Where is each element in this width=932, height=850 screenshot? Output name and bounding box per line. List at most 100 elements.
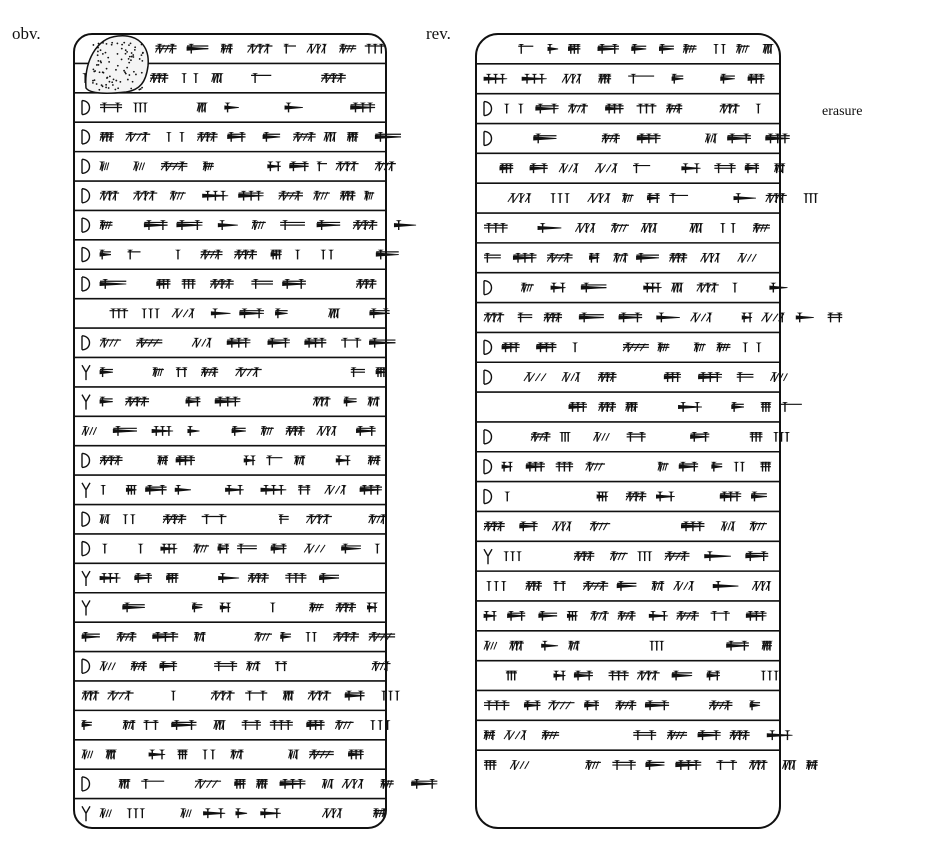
cuneiform-sign [572,342,579,353]
cuneiform-sign [99,249,111,260]
cuneiform-sign [682,44,697,54]
cuneiform-sign [636,551,653,562]
cuneiform-sign [368,514,387,525]
cuneiform-sign [148,749,166,760]
cuneiform-sign [567,640,581,651]
cuneiform-sign [134,573,152,583]
cuneiform-sign [689,223,704,233]
cuneiform-sign [747,73,765,84]
cuneiform-sign [141,308,161,319]
cuneiform-sign [80,720,92,730]
cuneiform-sign [101,543,108,554]
cuneiform-sign [805,760,819,770]
cuneiform-sign [484,700,510,711]
cuneiform-sign [374,132,402,142]
cuneiform-sign [109,308,129,319]
cuneiform-sign [369,308,390,319]
cuneiform-sign [171,308,196,319]
cuneiform-sign [174,484,191,495]
cuneiform-sign [155,43,177,54]
cuneiform-sign [633,730,657,741]
cuneiform-sign [267,161,282,172]
cuneiform-sign [316,220,341,231]
cuneiform-sign [568,402,587,412]
cuneiform-sign [251,279,273,289]
cuneiform-sign [313,190,330,201]
cuneiform-sign [235,808,248,819]
cuneiform-sign [350,367,365,378]
cuneiform-sign [663,372,682,383]
cuneiform-sign [748,760,768,770]
cuneiform-sign [574,223,597,233]
cuneiform-sign [122,720,136,730]
cuneiform-sign [308,749,334,760]
cuneiform-sign [126,808,146,819]
determinative-sign [483,369,493,385]
cuneiform-sign [541,640,559,651]
cuneiform-sign [321,779,335,789]
determinative-sign [81,129,91,145]
cuneiform-sign [137,543,144,554]
cuneiform-sign [617,611,636,621]
determinative-sign [81,276,91,292]
cuneiform-sign [176,220,203,231]
determinative-sign [81,658,91,674]
cuneiform-sign [127,249,141,260]
cuneiform-sign [201,514,227,525]
cuneiform-sign [766,730,793,741]
cuneiform-sign [367,396,381,407]
cuneiform-sign [270,543,287,554]
cuneiform-sign [255,779,269,789]
cuneiform-sign [585,760,601,770]
cuneiform-sign [517,312,533,323]
cuneiform-sign [277,514,289,525]
cuneiform-sign [613,252,629,263]
cuneiform-sign [749,521,767,532]
determinative-sign [81,158,91,175]
cuneiform-sign [304,337,327,348]
cuneiform-sign [751,491,767,502]
cuneiform-sign [81,690,100,701]
cuneiform-sign [765,193,787,203]
cuneiform-sign [260,426,274,436]
cuneiform-sign [759,402,772,412]
cuneiform-sign [235,367,262,378]
cuneiform-sign [665,103,683,114]
cuneiform-sign [374,367,387,378]
cuneiform-sign [122,514,136,525]
cuneiform-sign [733,461,746,472]
cuneiform-sign [181,73,199,83]
cuneiform-sign [99,661,116,672]
cuneiform-sign [280,220,305,231]
cuneiform-sign [645,760,665,770]
cuneiform-sign [245,690,268,701]
cuneiform-sign [305,631,318,642]
cuneiform-sign [625,402,639,412]
cuneiform-sign [100,484,107,495]
cuneiform-sign [697,730,721,741]
cuneiform-sign [598,402,617,412]
cuneiform-sign [648,611,669,621]
cuneiform-sign [133,190,158,201]
cuneiform-sign [341,779,365,789]
cuneiform-sign [170,690,177,701]
cuneiform-sign [525,581,542,591]
determinative-sign [81,511,91,527]
cuneiform-sign [550,282,566,293]
cuneiform-sign [175,367,188,378]
cuneiform-sign [616,581,637,591]
cuneiform-sign [651,581,665,591]
reverse-side [475,33,843,829]
cuneiform-sign [681,163,701,174]
cuneiform-sign [99,220,113,231]
cuneiform-sign [631,44,647,54]
damaged-area [85,35,149,94]
cuneiform-sign [566,611,579,621]
cuneiform-sign [555,461,574,472]
cuneiform-sign [690,312,713,323]
cuneiform-sign [196,102,209,113]
cuneiform-sign [507,193,532,203]
determinative-sign [81,600,91,616]
cuneiform-sign [350,102,376,113]
